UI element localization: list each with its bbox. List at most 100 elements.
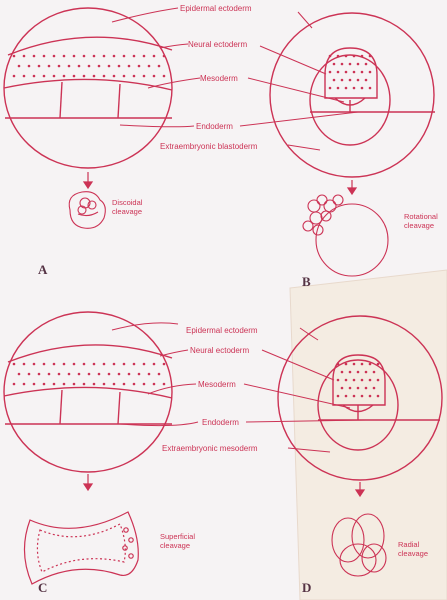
panel-c-embryo [4, 312, 172, 472]
neural-dot [78, 373, 81, 376]
neural-dot [353, 71, 356, 74]
neural-dot [58, 373, 61, 376]
label-extraembryonic-bottom: Extraembryonic mesoderm [162, 444, 258, 453]
neural-dot [361, 363, 364, 366]
caption-radial-line2: cleavage [398, 549, 428, 558]
neural-dot [133, 75, 136, 78]
neural-dot [148, 65, 151, 68]
neural-dot [329, 87, 332, 90]
neural-dot [133, 55, 136, 58]
neural-dot [377, 363, 380, 366]
panel-b-neural-dots [329, 55, 372, 90]
neural-dot [369, 71, 372, 74]
neural-dot [163, 75, 166, 78]
neural-dot [353, 379, 356, 382]
neural-dot [365, 371, 368, 374]
neural-dot [163, 55, 166, 58]
discoidal-cleavage-sketch [69, 192, 105, 229]
neural-dot [337, 395, 340, 398]
neural-dot [143, 55, 146, 58]
rotational-cleavage-sketch [303, 195, 388, 276]
neural-dot [38, 65, 41, 68]
neural-dot [148, 373, 151, 376]
superficial-cleavage-sketch [24, 512, 138, 584]
neural-dot [349, 387, 352, 390]
label-mesoderm-bottom: Mesoderm [198, 380, 236, 389]
neural-dot [118, 373, 121, 376]
neural-dot [153, 75, 156, 78]
neural-dot [23, 55, 26, 58]
panel-a-embryo [4, 8, 172, 168]
caption-superficial-line1: Superficial [160, 532, 195, 541]
neural-dot [93, 75, 96, 78]
neural-dot [345, 395, 348, 398]
neural-dot [333, 79, 336, 82]
neural-dot [143, 75, 146, 78]
neural-dot [38, 373, 41, 376]
neural-dot [123, 75, 126, 78]
neural-dot [18, 373, 21, 376]
neural-dot [337, 55, 340, 58]
neural-dot [23, 75, 26, 78]
neural-dot [369, 379, 372, 382]
neural-dot [158, 373, 161, 376]
neural-dot [369, 87, 372, 90]
neural-dot [138, 65, 141, 68]
neural-dot [83, 363, 86, 366]
caption-superficial: Superficial cleavage [160, 532, 195, 550]
neural-dot [63, 75, 66, 78]
label-neural-ectoderm-bottom: Neural ectoderm [190, 346, 249, 355]
neural-dot [353, 87, 356, 90]
neural-dot [337, 379, 340, 382]
panel-b-embryo [270, 13, 435, 177]
neural-dot [108, 65, 111, 68]
label-extraembryonic-top: Extraembryonic blastoderm [160, 142, 257, 151]
neural-dot [353, 363, 356, 366]
neural-dot [103, 383, 106, 386]
neural-dot [23, 383, 26, 386]
neural-dot [377, 379, 380, 382]
neural-dot [153, 383, 156, 386]
neural-dot [158, 65, 161, 68]
neural-dot [73, 383, 76, 386]
neural-dot [43, 383, 46, 386]
neural-dot [88, 65, 91, 68]
neural-dot [138, 373, 141, 376]
neural-dot [369, 395, 372, 398]
neural-dot [373, 387, 376, 390]
neural-dot [23, 363, 26, 366]
neural-dot [123, 363, 126, 366]
neural-dot [58, 65, 61, 68]
neural-dot [369, 55, 372, 58]
neural-dot [345, 71, 348, 74]
label-epidermal-ectoderm-top: Epidermal ectoderm [180, 4, 252, 13]
neural-dot [18, 65, 21, 68]
neural-dot [33, 75, 36, 78]
neural-dot [143, 363, 146, 366]
neural-dot [361, 379, 364, 382]
neural-dot [357, 79, 360, 82]
neural-dot [13, 55, 16, 58]
panel-a-neural-dots [13, 55, 166, 78]
neural-dot [13, 383, 16, 386]
neural-dot [63, 363, 66, 366]
neural-dot [43, 75, 46, 78]
neural-dot [83, 383, 86, 386]
neural-dot [341, 371, 344, 374]
neural-dot [357, 387, 360, 390]
panel-letter-c: C [38, 580, 47, 596]
panel-letter-b: B [302, 274, 311, 290]
neural-dot [13, 75, 16, 78]
neural-dot [123, 55, 126, 58]
neural-dot [349, 371, 352, 374]
neural-dot [33, 55, 36, 58]
neural-dot [13, 363, 16, 366]
neural-dot [163, 363, 166, 366]
neural-dot [365, 63, 368, 66]
neural-dot [93, 55, 96, 58]
neural-dot [28, 65, 31, 68]
neural-dot [353, 55, 356, 58]
neural-dot [53, 55, 56, 58]
neural-dot [73, 75, 76, 78]
